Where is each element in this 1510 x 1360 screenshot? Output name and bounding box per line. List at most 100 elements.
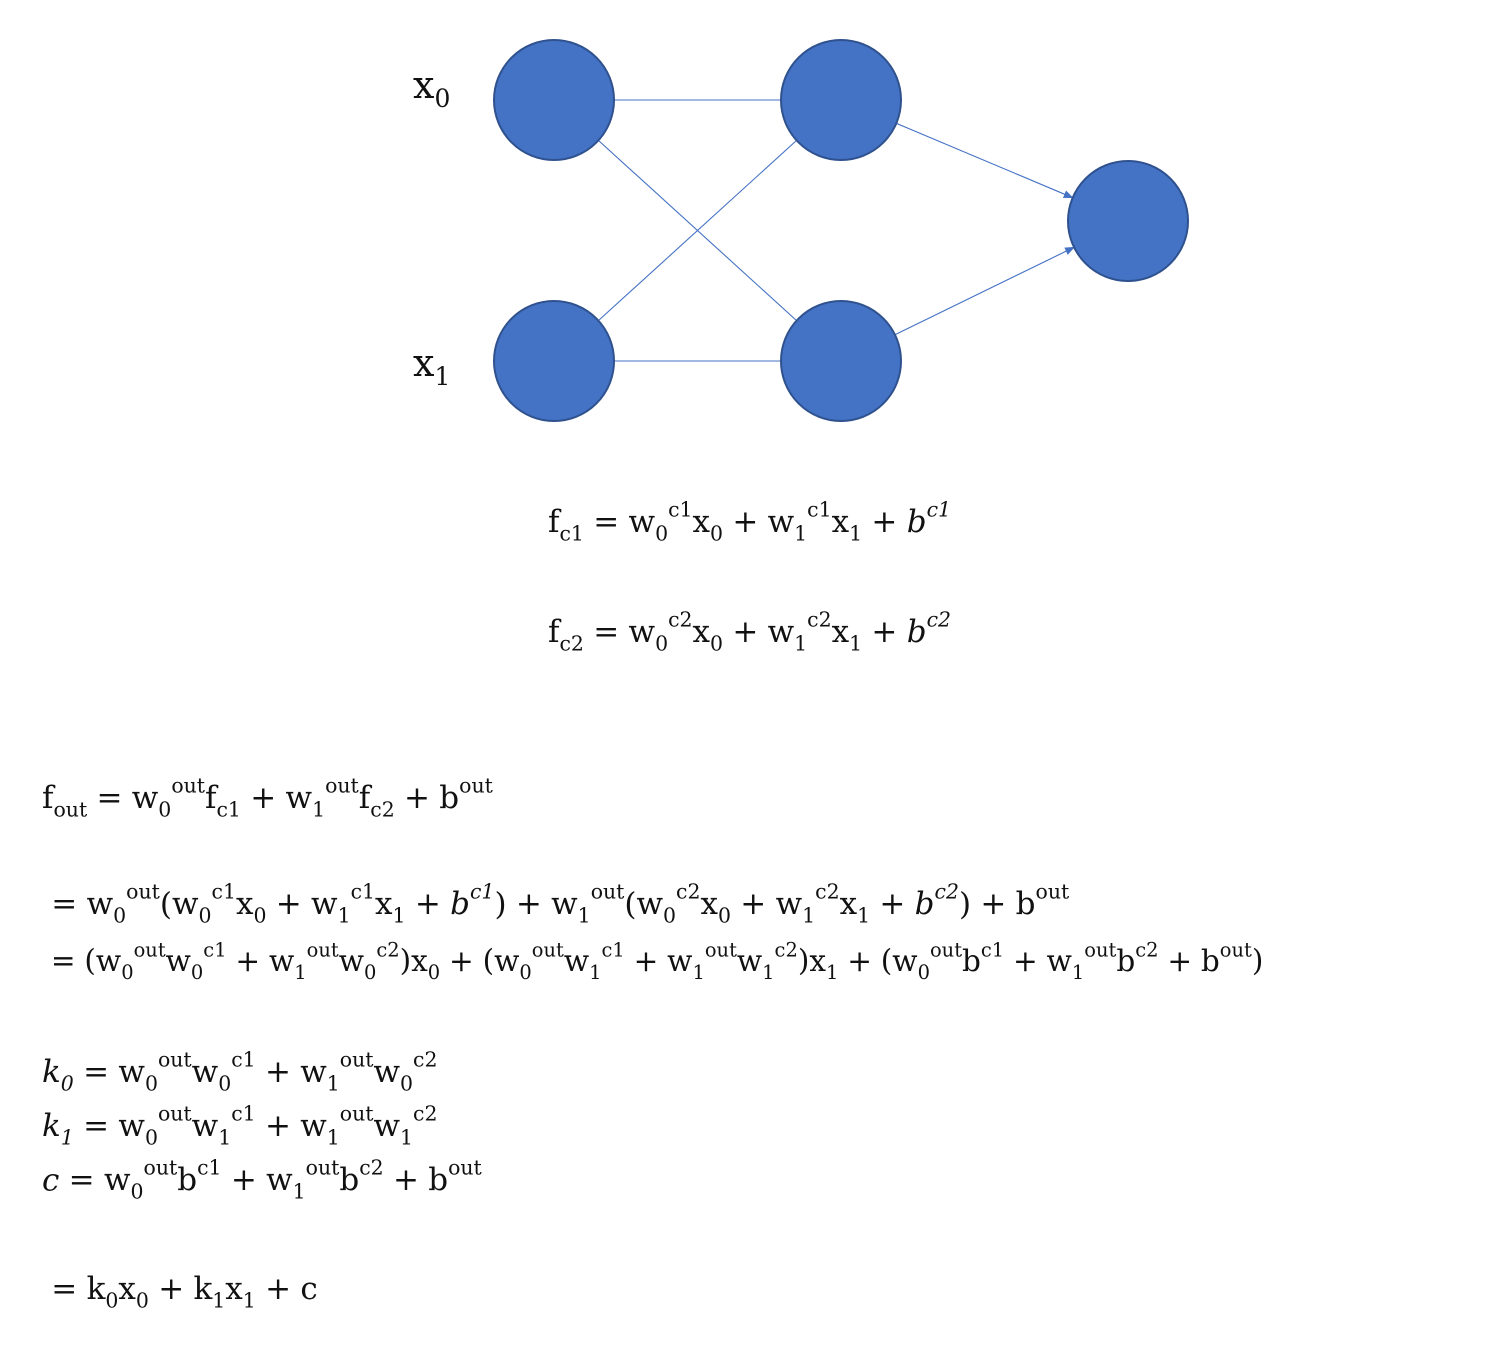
term-subscript: 1 xyxy=(218,1125,232,1150)
term-base: b xyxy=(1200,943,1220,978)
math-term: k0 xyxy=(86,1271,119,1311)
math-term: w0c1 xyxy=(628,500,693,544)
plus-sign: + xyxy=(740,886,767,923)
term-base: b xyxy=(339,1162,360,1199)
term-subscript: 1 xyxy=(392,903,406,928)
equals-sign: = xyxy=(68,1162,95,1199)
math-term: x1 xyxy=(809,944,838,982)
connections xyxy=(598,99,1075,362)
math-term: bout xyxy=(428,1158,482,1198)
neuron-hidden-0 xyxy=(780,39,902,161)
term-base: b xyxy=(439,780,460,817)
neurons xyxy=(493,39,1189,422)
term-base: w xyxy=(103,1162,131,1199)
term-base: x xyxy=(692,614,711,651)
math-term: bout xyxy=(1200,940,1252,978)
term-superscript: c2 xyxy=(413,1048,438,1072)
equals-sign: = xyxy=(51,886,78,923)
term-superscript: c1 xyxy=(350,880,376,904)
term-subscript: c1 xyxy=(216,797,241,822)
term-superscript: c2 xyxy=(376,938,400,961)
math-term: fc1 xyxy=(548,504,584,544)
neuron-input-1 xyxy=(493,300,615,422)
term-superscript: out xyxy=(448,1156,482,1180)
term-subscript: 0 xyxy=(113,903,127,928)
term-base: w xyxy=(628,504,656,541)
math-term: w0c2 xyxy=(636,882,700,926)
math-term: bc2 xyxy=(1116,940,1158,978)
plus-sign: + xyxy=(1167,943,1193,978)
equation-regrouped: =(w0outw0c1+w1outw0c2)x0+(w0outw1c1+w1ou… xyxy=(42,938,1264,984)
term-base: b xyxy=(177,1162,198,1199)
math-term: w1c2 xyxy=(737,940,798,982)
term-subscript: 1 xyxy=(242,1288,256,1313)
term-base: f xyxy=(548,504,560,541)
term-superscript: out xyxy=(325,774,359,798)
plus-sign: + xyxy=(230,1162,257,1199)
term-base: k xyxy=(86,1271,106,1307)
math-term: bc2 xyxy=(907,610,951,650)
math-term: bc2 xyxy=(915,882,959,922)
term-subscript: 0 xyxy=(710,631,724,656)
math-term: x1 xyxy=(832,614,863,654)
equals-sign: = xyxy=(83,1108,110,1145)
term-subscript: 0 xyxy=(144,1071,158,1096)
term-subscript: 0 xyxy=(427,960,441,984)
term-base: w xyxy=(268,943,295,978)
term-base: w xyxy=(373,1054,401,1091)
term-subscript: 1 xyxy=(802,903,816,928)
equals-sign: = xyxy=(51,1271,78,1307)
term-base: w xyxy=(667,943,693,978)
neuron-hidden-1 xyxy=(780,300,902,422)
equation-fc1: fc1=w0c1x0+w1c1x1+bc1 xyxy=(548,500,951,544)
math-term: w0out xyxy=(118,1050,191,1094)
equals-sign: = xyxy=(83,1054,110,1091)
math-term: bc1 xyxy=(907,500,951,540)
math-term: w0out xyxy=(103,1158,177,1202)
math-term: w1c1 xyxy=(191,1104,256,1148)
term-superscript: out xyxy=(929,938,963,961)
math-term: w0c1 xyxy=(192,1050,256,1094)
term-superscript: c2 xyxy=(934,880,959,904)
term-subscript: 1 xyxy=(825,960,839,984)
term-base: w xyxy=(118,1108,145,1145)
term-subscript: c2 xyxy=(559,631,584,656)
term-subscript: 1 xyxy=(794,521,808,546)
neuron-input-0 xyxy=(493,39,615,161)
math-term: w0c2 xyxy=(629,610,693,654)
term-base: w xyxy=(338,943,364,978)
math-term: w1c1 xyxy=(564,940,625,982)
close-paren: ) xyxy=(1251,943,1264,978)
plus-sign: + xyxy=(732,504,759,541)
math-term: w0out xyxy=(87,882,160,926)
math-term: w1out xyxy=(667,940,737,982)
term-subscript: 1 xyxy=(692,960,705,984)
term-superscript: c1 xyxy=(203,938,227,961)
term-superscript: c2 xyxy=(359,1156,384,1180)
term-base: x xyxy=(831,504,850,541)
math-term: w0out xyxy=(892,940,962,982)
math-term: w0out xyxy=(494,940,564,982)
math-term: x0 xyxy=(693,504,724,544)
term-base: b xyxy=(962,943,981,978)
plus-sign: + xyxy=(871,614,898,651)
term-subscript: c2 xyxy=(370,797,395,822)
term-superscript: out xyxy=(531,938,564,961)
math-term: bc1 xyxy=(177,1158,221,1199)
term-base: w xyxy=(191,1108,219,1145)
term-superscript: c1 xyxy=(197,1156,222,1180)
term-superscript: c2 xyxy=(413,1102,438,1126)
term-superscript: c1 xyxy=(211,880,236,904)
term-subscript: 1 xyxy=(60,1125,74,1150)
term-superscript: out xyxy=(1219,938,1252,961)
term-superscript: out xyxy=(339,1102,374,1126)
math-term: x1 xyxy=(840,886,871,926)
term-subscript: 0 xyxy=(121,960,134,984)
math-term: w1out xyxy=(285,776,359,820)
term-superscript: out xyxy=(305,1156,340,1180)
term-subscript: 1 xyxy=(794,631,808,656)
term-subscript: c1 xyxy=(559,521,584,546)
term-base: w xyxy=(285,780,313,817)
term-base: w xyxy=(131,780,159,817)
term-subscript: 0 xyxy=(400,1071,414,1096)
